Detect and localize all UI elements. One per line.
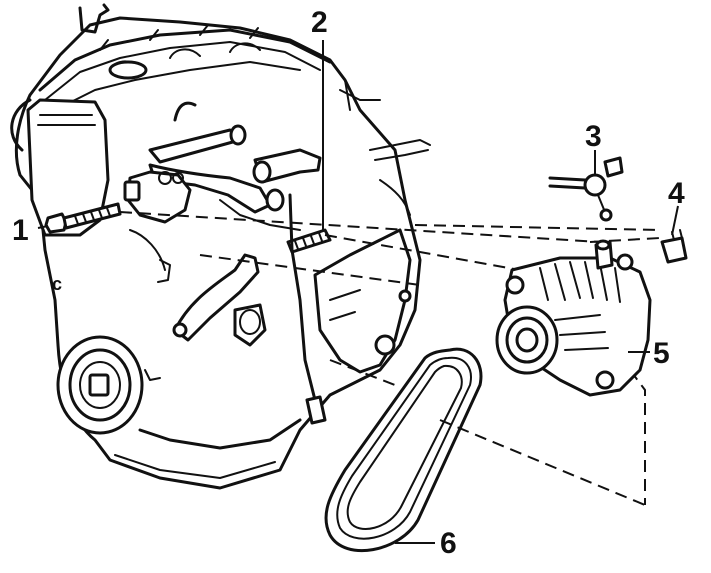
callout-5: 5 xyxy=(653,337,670,370)
alternator-bracket xyxy=(313,228,412,374)
callout-4: 4 xyxy=(668,177,685,210)
adjusting-bracket xyxy=(172,253,267,347)
engine-block xyxy=(10,3,431,490)
callout-6: 6 xyxy=(440,527,457,560)
callout-2: 2 xyxy=(311,6,328,39)
engine-mark: c xyxy=(52,274,62,294)
wiring-plug xyxy=(660,229,688,264)
crankshaft-pulley xyxy=(56,335,144,435)
mounting-bolt xyxy=(44,202,122,234)
sensor-housing xyxy=(123,170,192,224)
alternator xyxy=(495,239,652,397)
callout-leaders xyxy=(37,40,679,544)
drive-belt xyxy=(324,347,483,553)
long-pivot-bolt xyxy=(286,193,332,425)
callout-3: 3 xyxy=(585,120,602,153)
terminal-connector xyxy=(548,156,624,222)
callout-1: 1 xyxy=(12,214,29,247)
